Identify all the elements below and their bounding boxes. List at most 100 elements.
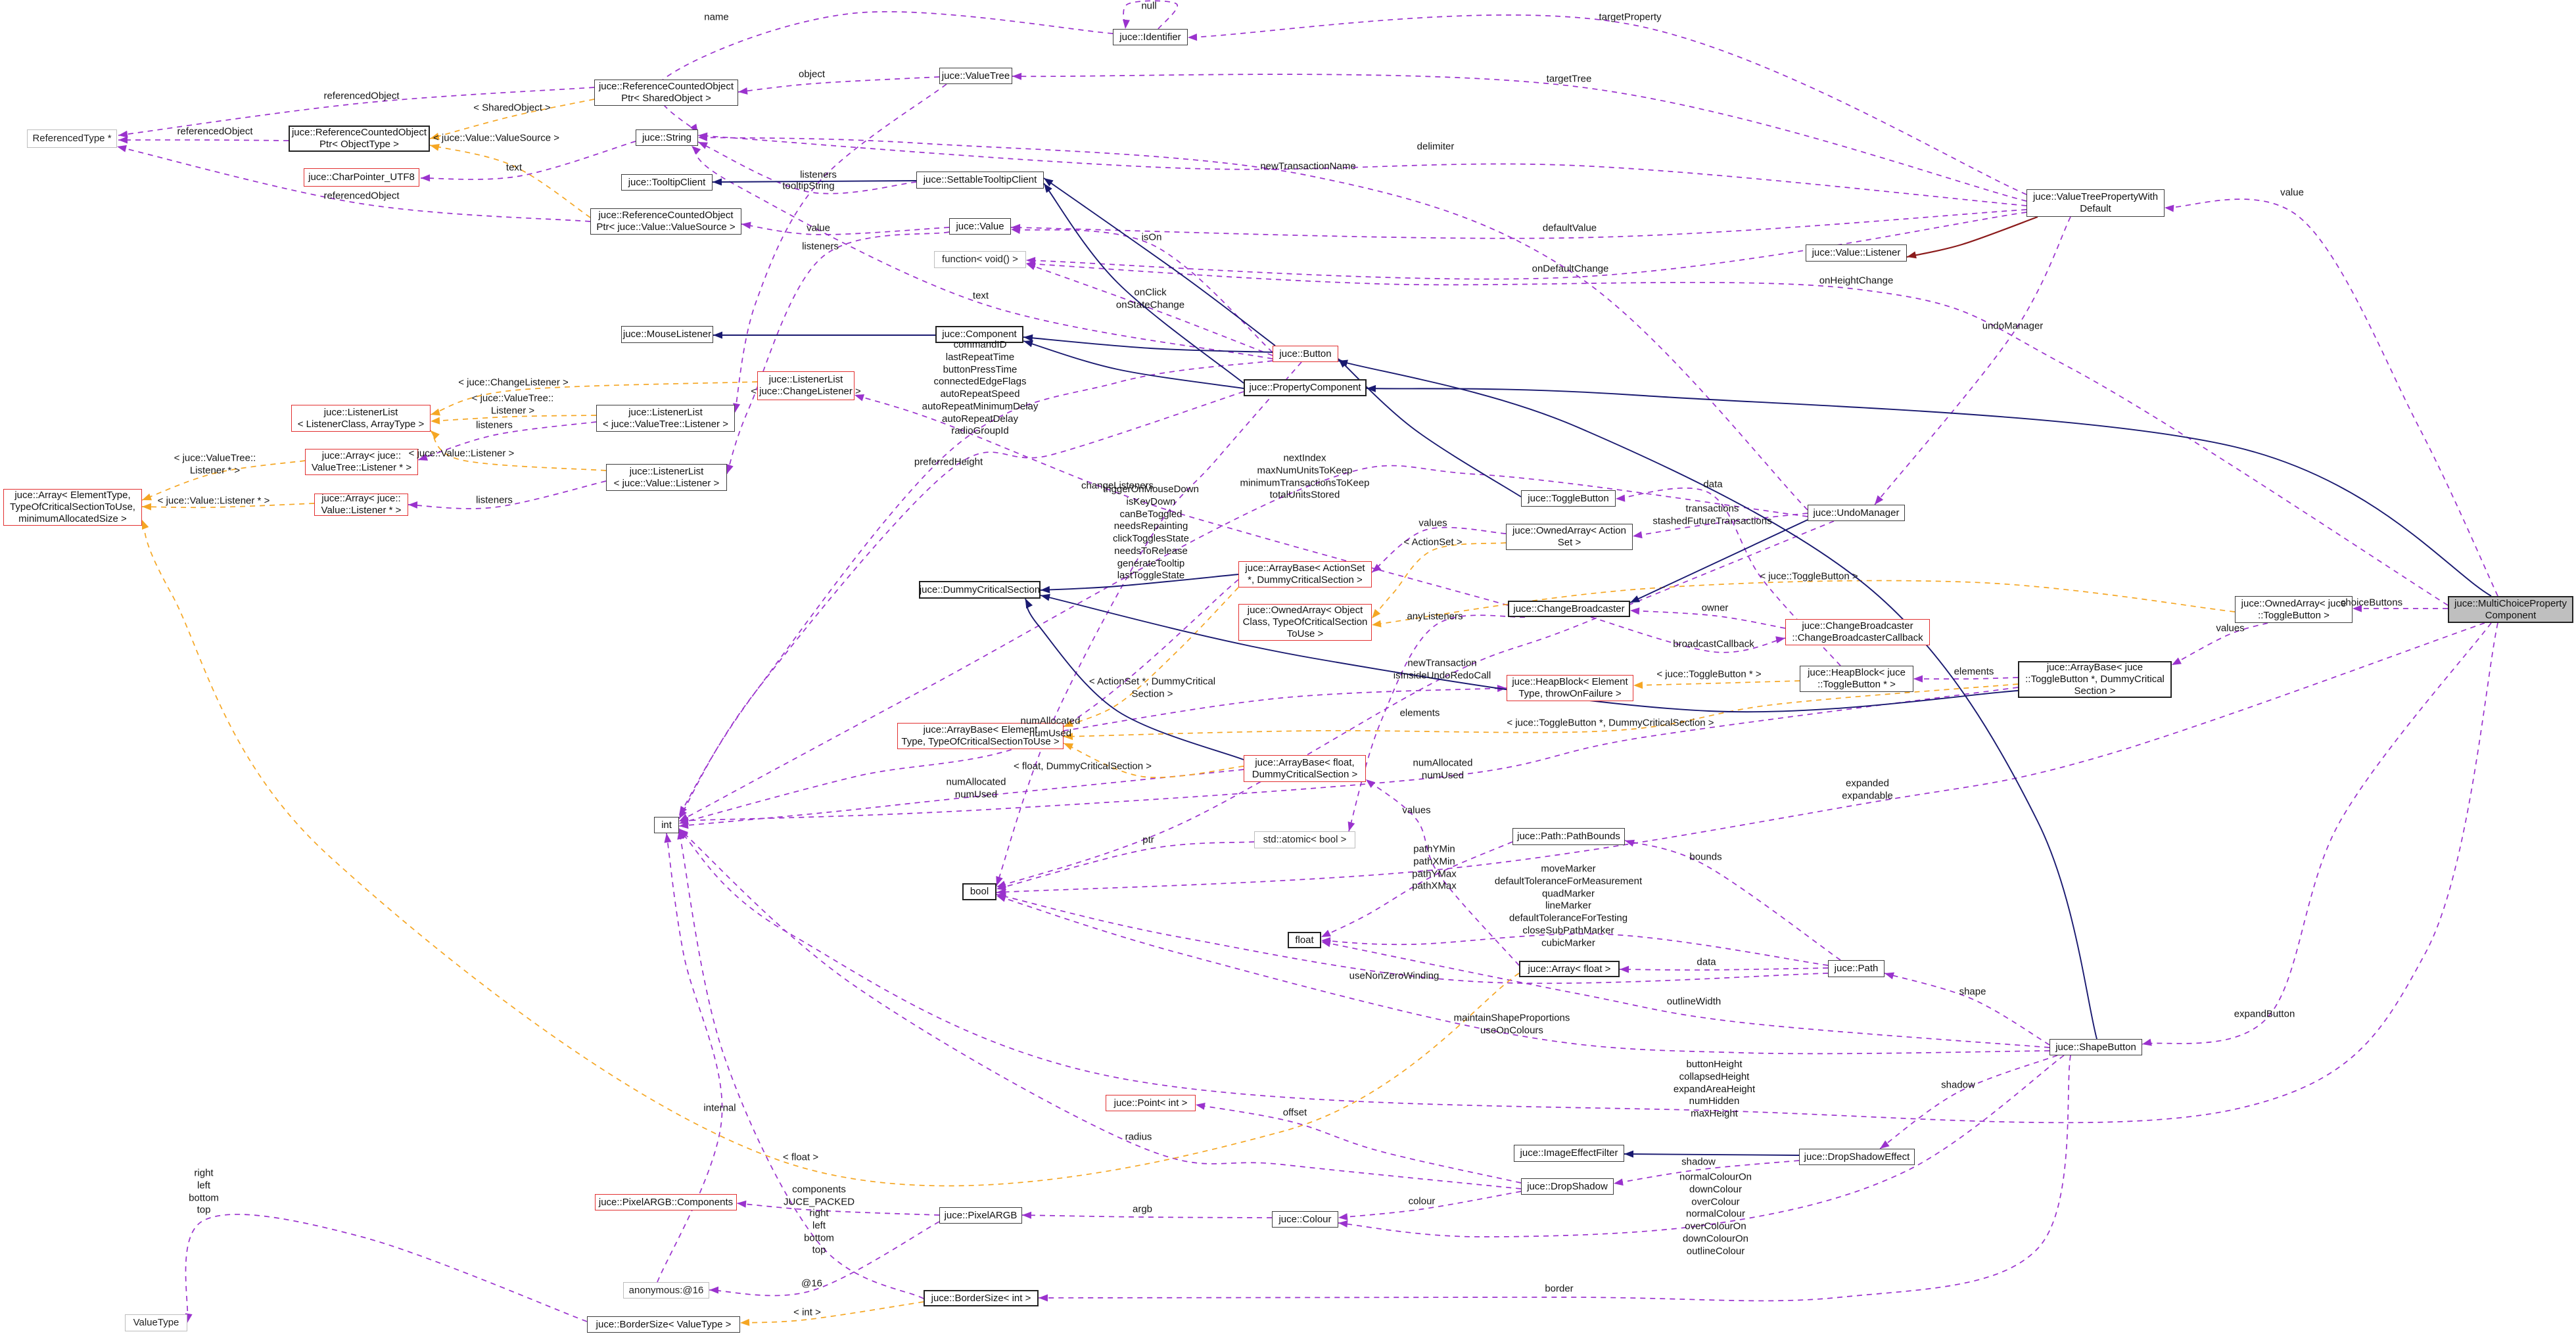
class-node-bool[interactable]: bool	[962, 883, 996, 900]
class-node-dummycritical[interactable]: juce::DummyCriticalSection	[919, 581, 1041, 599]
edge-button-to-string	[691, 145, 1273, 359]
arrowhead	[430, 144, 440, 151]
edge-identifier-to-identifier	[1123, 0, 1179, 30]
class-node-changebroadcaster[interactable]: juce::ChangeBroadcaster	[1508, 601, 1630, 617]
class-node-string[interactable]: juce::String	[636, 129, 698, 146]
class-node-ll-vtlistener[interactable]: juce::ListenerList < juce::ValueTree::Li…	[596, 405, 735, 432]
class-node-array-vtlistener[interactable]: juce::Array< juce:: ValueTree::Listener …	[305, 449, 418, 475]
class-node-valuetree[interactable]: juce::ValueTree	[939, 68, 1012, 84]
class-node-arraybase-float[interactable]: juce::ArrayBase< float, DummyCriticalSec…	[1244, 755, 1366, 782]
arrowhead	[1907, 251, 1917, 259]
arrowhead	[1875, 495, 1884, 505]
class-node-heapblock-tb[interactable]: juce::HeapBlock< juce ::ToggleButton * >	[1800, 666, 1913, 692]
class-node-array-valuelistener[interactable]: juce::Array< juce:: Value::Listener * >	[314, 493, 408, 516]
edge-changebroadcaster-to-atomic-bool	[1348, 614, 1526, 832]
arrowhead	[1041, 586, 1050, 593]
class-node-dropshadoweffect[interactable]: juce::DropShadowEffect	[1799, 1149, 1915, 1165]
edge-shapebutton-to-bordersize-int	[1038, 1055, 2071, 1302]
edge-property-component-to-component	[1023, 340, 1244, 389]
class-node-button[interactable]: juce::Button	[1273, 346, 1338, 362]
edge-rcop-sharedobject-to-rcop-objecttype	[429, 99, 595, 139]
class-node-ll-changelistener[interactable]: juce::ListenerList < juce::ChangeListene…	[751, 371, 861, 400]
class-node-pixelargb[interactable]: juce::PixelARGB	[939, 1207, 1022, 1224]
arrowhead	[2142, 1038, 2152, 1046]
class-node-atomic-bool[interactable]: std::atomic< bool >	[1254, 831, 1355, 848]
arrowhead	[431, 417, 440, 425]
edge-undomanager-to-int	[678, 465, 1808, 822]
edge-atomic-bool-to-bool	[996, 841, 1255, 890]
edge-rcop-valuesource-to-rcop-objecttype	[429, 145, 591, 218]
edge-property-component-to-int	[678, 391, 1244, 819]
class-node-bordersize-int[interactable]: juce::BorderSize< int >	[924, 1290, 1039, 1306]
edge-vtpwd-to-value-listener	[1906, 216, 2038, 258]
class-node-identifier[interactable]: juce::Identifier	[1113, 29, 1188, 45]
class-node-ownedarray-generic[interactable]: juce::OwnedArray< Object Class, TypeOfCr…	[1238, 604, 1372, 641]
class-node-togglebutton[interactable]: juce::ToggleButton	[1521, 490, 1616, 507]
class-node-bordersize-valuetype[interactable]: juce::BorderSize< ValueType >	[587, 1316, 740, 1333]
class-node-multichoice[interactable]: juce::MultiChoiceProperty Component	[2448, 596, 2573, 623]
class-node-arraybase-tb[interactable]: juce::ArrayBase< juce ::ToggleButton *, …	[2018, 661, 2172, 698]
arrowhead	[1625, 839, 1635, 847]
class-node-pathbounds[interactable]: juce::Path::PathBounds	[1512, 828, 1625, 845]
edge-arraybase-float-to-arraybase-generic	[1063, 743, 1244, 778]
arrowhead	[996, 883, 1006, 890]
arrowhead	[1039, 1294, 1048, 1302]
class-node-ownedarray-actionset[interactable]: juce::OwnedArray< Action Set >	[1506, 524, 1633, 550]
class-node-tooltipclient[interactable]: juce::TooltipClient	[621, 174, 713, 191]
class-node-imageeffectfilter[interactable]: juce::ImageEffectFilter	[1514, 1145, 1624, 1162]
class-node-rcop-sharedobject[interactable]: juce::ReferenceCountedObject Ptr< Shared…	[594, 80, 738, 106]
class-node-array-generic[interactable]: juce::Array< ElementType, TypeOfCritical…	[3, 489, 142, 526]
arrowhead	[709, 1286, 719, 1294]
class-node-mouselistener[interactable]: juce::MouseListener	[621, 326, 713, 343]
class-node-vtpwd[interactable]: juce::ValueTreePropertyWith Default	[2026, 189, 2165, 217]
class-node-component[interactable]: juce::Component	[935, 326, 1023, 343]
edge-button-to-settable-tooltip	[1043, 177, 1276, 346]
class-node-int[interactable]: int	[654, 817, 679, 833]
arrowhead	[855, 394, 865, 402]
arrowhead	[142, 520, 149, 530]
class-node-valuetype[interactable]: ValueType	[125, 1314, 187, 1331]
class-node-undomanager[interactable]: juce::UndoManager	[1808, 505, 1905, 521]
class-node-array-float[interactable]: juce::Array< float >	[1519, 961, 1620, 977]
class-node-value[interactable]: juce::Value	[949, 218, 1011, 235]
edge-ownedarray-actionset-to-arraybase-actionset	[1371, 526, 1507, 573]
class-node-property-component[interactable]: juce::PropertyComponent	[1244, 379, 1367, 396]
edge-shapebutton-to-path	[1884, 973, 2050, 1046]
arrowhead	[1122, 19, 1130, 29]
class-node-charpointer-utf8[interactable]: juce::CharPointer_UTF8	[304, 168, 419, 187]
class-node-pixelargb-components[interactable]: juce::PixelARGB::Components	[595, 1194, 737, 1210]
class-node-heapblock-generic[interactable]: juce::HeapBlock< Element Type, throwOnFa…	[1507, 675, 1633, 701]
class-node-rcop-objecttype[interactable]: juce::ReferenceCountedObject Ptr< Object…	[289, 126, 430, 152]
class-node-cb-callback[interactable]: juce::ChangeBroadcaster ::ChangeBroadcas…	[1785, 619, 1930, 645]
class-node-function-void[interactable]: function< void() >	[934, 251, 1026, 268]
arrowhead	[1064, 733, 1073, 741]
arrowhead	[713, 331, 722, 339]
class-node-point-int[interactable]: juce::Point< int >	[1106, 1095, 1196, 1111]
edge-dropshadow-to-point-int	[1195, 1104, 1522, 1184]
class-node-arraybase-actionset[interactable]: juce::ArrayBase< ActionSet *, DummyCriti…	[1238, 561, 1372, 587]
class-node-colour[interactable]: juce::Colour	[1272, 1211, 1338, 1228]
edge-vtpwd-to-value	[1010, 209, 2027, 239]
arrowhead	[1367, 384, 1376, 392]
edge-identifier-to-string	[656, 11, 1113, 134]
class-node-anonymous16[interactable]: anonymous:@16	[623, 1282, 709, 1299]
edge-vtpwd-to-identifier	[1187, 14, 2027, 195]
edge-vtpwd-to-valuetree	[1012, 74, 2027, 202]
class-node-settable-tooltip[interactable]: juce::SettableTooltipClient	[916, 172, 1044, 189]
arrowhead	[741, 221, 751, 229]
class-node-referenced-type[interactable]: ReferencedType *	[27, 129, 117, 148]
class-node-path[interactable]: juce::Path	[1828, 960, 1885, 977]
class-node-shapebutton[interactable]: juce::ShapeButton	[2049, 1039, 2142, 1055]
class-node-ll-generic[interactable]: juce::ListenerList < ListenerClass, Arra…	[291, 405, 431, 432]
class-node-ownedarray-tb[interactable]: juce::OwnedArray< juce ::ToggleButton >	[2235, 596, 2353, 623]
class-node-float[interactable]: float	[1288, 932, 1321, 948]
arrowhead	[1614, 1178, 1624, 1186]
class-node-rcop-valuesource[interactable]: juce::ReferenceCountedObject Ptr< juce::…	[590, 208, 741, 235]
class-node-value-listener[interactable]: juce::Value::Listener	[1806, 244, 1907, 262]
edge-settable-tooltip-to-string	[697, 141, 917, 195]
class-node-dropshadow[interactable]: juce::DropShadow	[1521, 1178, 1614, 1195]
arrowhead	[1372, 609, 1381, 618]
class-node-ll-valuelistener[interactable]: juce::ListenerList < juce::Value::Listen…	[606, 464, 727, 491]
class-node-arraybase-generic[interactable]: juce::ArrayBase< Element Type, TypeOfCri…	[897, 723, 1064, 749]
